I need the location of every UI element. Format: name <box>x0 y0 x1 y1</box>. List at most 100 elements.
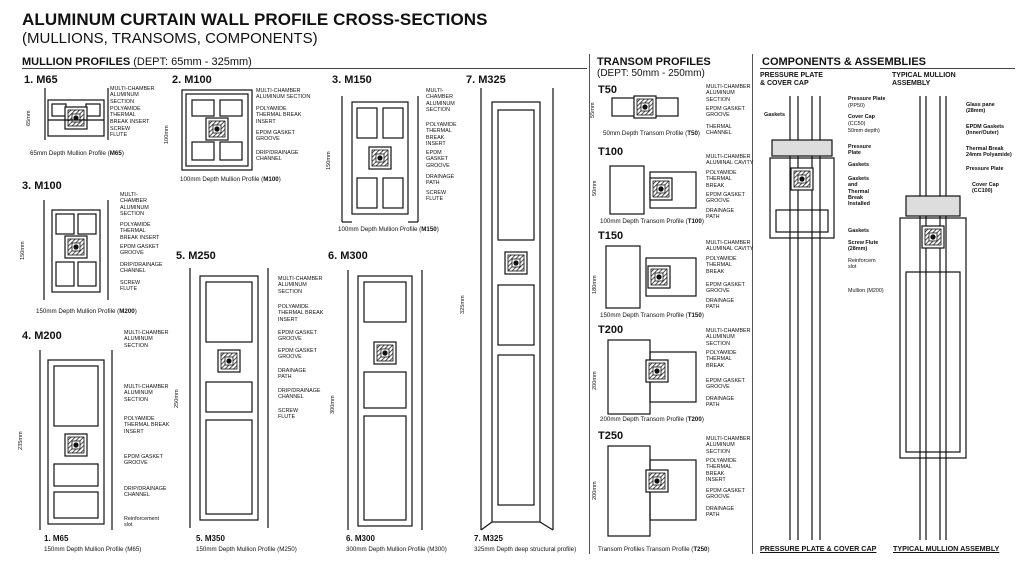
m100-caption-pre: 100mm Depth Mullion Profile ( <box>180 176 264 183</box>
t100-title: T100 <box>598 146 624 158</box>
m150-callout-5: SCREW FLUTE <box>426 190 447 203</box>
m200-caption-label: 1. M65 <box>44 534 69 543</box>
m325-caption: 325mm Depth deep structural profile) <box>474 546 577 553</box>
m300-caption: 300mm Depth Mullion Profile (M300) <box>346 546 447 553</box>
m100-callout-2: POLYAMIDE THERMAL BREAK INSERT <box>256 106 302 125</box>
t250-caption-pre: Transom Profiles Transom Profile ( <box>598 546 694 553</box>
t50-callout-3: THERMAL CHANNEL <box>706 124 732 137</box>
t50-callout-2: EPDM GASKET GROOVE <box>706 106 745 119</box>
m250-caption: 150mm Depth Mullion Profile (M250) <box>196 546 297 553</box>
m100-callout-1: MULTI-CHAMBER ALUMINUM SECTION <box>256 88 311 101</box>
m200-callout-1: MULTI-CHAMBER ALUMINUM SECTION <box>124 330 169 349</box>
pressure-plate-assembly-drawing <box>769 96 835 540</box>
divider-transom-components <box>752 54 753 554</box>
m200-callout-6: Reinforcement slot <box>124 516 160 529</box>
pressure-plate-heading: PRESSURE PLATE & COVER CAP <box>760 72 823 87</box>
transom-section-subtitle: (DEPT: 50mm - 250mm) <box>597 68 705 79</box>
pp-label-gaskets-2: Gaskets <box>848 162 869 168</box>
m100b-callout-3: EPDM GASKET GROOVE <box>120 244 159 257</box>
m65-callout-2: POLYAMIDE THERMAL BREAK INSERT <box>110 106 150 125</box>
ma-label-epdm: EPDM Gaskets (Inner/Outer) <box>966 124 1005 137</box>
profile-m200-drawing <box>39 350 113 530</box>
components-header-rule <box>760 68 1015 69</box>
t50-caption: 50mm Depth Transom Profile (T50) <box>603 130 700 137</box>
m200-callout-3: POLYAMIDE THERMAL BREAK INSERT <box>124 416 170 435</box>
m250-caption-label: 5. M350 <box>196 534 225 543</box>
m250-callout-2: POLYAMIDE THERMAL BREAK INSERT <box>278 304 324 323</box>
m100b-caption-post: ) <box>134 308 137 315</box>
t100-caption: 100mm Depth Transom Profile (T100) <box>600 218 704 225</box>
pp-label-gaskets-thermal: Gaskets and Thermal Break Installed <box>848 176 870 208</box>
m100b-title: 3. M100 <box>22 180 62 192</box>
t250-caption: Transom Profiles Transom Profile (T250) <box>598 546 710 553</box>
transom-t200-drawing <box>607 339 697 415</box>
page-title: ALUMINUM CURTAIN WALL PROFILE CROSS-SECT… <box>22 10 488 29</box>
transom-t100-drawing <box>609 165 697 215</box>
m325-caption-label: 7. M325 <box>474 534 503 543</box>
t200-caption: 200mm Depth Transom Profile (T200) <box>600 416 704 423</box>
t150-callout-4: DRAINAGE PATH <box>706 298 735 311</box>
pp-label-pressure-plate-2: Pressure Plate <box>848 144 872 157</box>
t150-caption-code: T150 <box>687 312 702 319</box>
t150-callout-3: EPDM GASKET GROOVE <box>706 282 745 295</box>
m65-title: 1. M65 <box>24 74 58 86</box>
page-subtitle: (MULLIONS, TRANSOMS, COMPONENTS) <box>22 30 318 47</box>
profile-m65-drawing <box>44 88 109 140</box>
m100-dimension: 100mm <box>164 125 170 144</box>
transom-t50-drawing <box>611 95 679 119</box>
mullion-section-title: MULLION PROFILES <box>22 56 131 68</box>
m100-callout-3: EPDM GASKET GROOVE <box>256 130 295 143</box>
m150-dimension: 150mm <box>326 151 332 170</box>
t150-title: T150 <box>598 230 624 242</box>
mullion-header-rule <box>22 68 587 69</box>
t200-callout-1: MULTI-CHAMBER ALUMINUM SECTION <box>706 328 751 347</box>
t250-callout-2: POLYAMIDE THERMAL BREAK INSERT <box>706 458 737 483</box>
profile-m300-drawing <box>347 270 423 530</box>
m300-title: 6. M300 <box>328 250 368 262</box>
t200-caption-code: T200 <box>687 416 702 423</box>
m100b-caption-code: M200 <box>119 308 135 315</box>
m65-caption-pre: 65mm Depth Mullion Profile ( <box>30 150 110 157</box>
pp-label-gaskets: Gaskets <box>764 112 785 118</box>
m100-title: 2. M100 <box>172 74 212 86</box>
m200-callout-2: MULTI-CHAMBER ALUMINUM SECTION <box>124 384 169 403</box>
pp-label-pressure-plate-code: (PP50) <box>848 103 865 109</box>
m250-callout-3: EPDM GASKET GROOVE <box>278 330 317 343</box>
m100b-callout-5: SCREW FLUTE <box>120 280 141 293</box>
t100-callout-3: EPDM GASKET GROOVE <box>706 192 745 205</box>
m250-title: 5. M250 <box>176 250 216 262</box>
m150-callout-3: EPDM GASKET GROOVE <box>426 150 450 169</box>
t50-callout-1: MULTI-CHAMBER ALUMINUM SECTION <box>706 84 751 103</box>
ma-label-thermal-break: Thermal Break 24mm Polyamide) <box>966 146 1012 159</box>
m150-caption-code: M150 <box>421 226 437 233</box>
t200-callout-4: DRAINAGE PATH <box>706 396 735 409</box>
t250-caption-post: ) <box>707 546 710 553</box>
t100-callout-2: POLYAMIDE THERMAL BREAK <box>706 170 737 189</box>
t150-callout-2: POLYAMIDE THERMAL BREAK <box>706 256 737 275</box>
t200-caption-post: ) <box>701 416 704 423</box>
m100b-dimension: 150mm <box>20 241 26 260</box>
pp-label-cover-cap: Cover Cap <box>848 114 875 120</box>
t200-caption-pre: 200mm Depth Transom Profile ( <box>600 416 688 423</box>
ma-label-pressure-plate: Pressure Plate <box>966 166 1004 172</box>
profile-m250-drawing <box>189 268 269 528</box>
m65-caption-post: ) <box>121 150 124 157</box>
pp-label-gaskets-3: Gaskets <box>848 228 869 234</box>
m100-caption: 100mm Depth Mullion Profile (M100) <box>180 176 281 183</box>
m250-dimension: 250mm <box>174 389 180 408</box>
pressure-plate-bottom-heading: PRESSURE PLATE & COVER CAP <box>760 544 877 553</box>
pp-label-pressure-plate: Pressure Plate <box>848 96 886 102</box>
t100-caption-post: ) <box>701 218 704 225</box>
m100-callout-4: DRIP/DRAINAGE CHANNEL <box>256 150 299 163</box>
t250-dimension: 200mm <box>592 481 598 500</box>
transom-t150-drawing <box>605 245 697 309</box>
pp-label-cover-cap-code: (CC50) <box>848 121 866 127</box>
t200-title: T200 <box>598 324 624 336</box>
t100-caption-pre: 100mm Depth Transom Profile ( <box>600 218 688 225</box>
t50-caption-pre: 50mm Depth Transom Profile ( <box>603 130 688 137</box>
m65-callout-1: MULTI-CHAMBER ALUMINUM SECTION <box>110 86 155 105</box>
profile-m325-drawing <box>480 88 554 531</box>
m200-title: 4. M200 <box>22 330 62 342</box>
m150-callout-4: DRAINAGE PATH <box>426 174 455 187</box>
pp-label-cover-cap-depth: 50mm depth) <box>848 128 880 134</box>
